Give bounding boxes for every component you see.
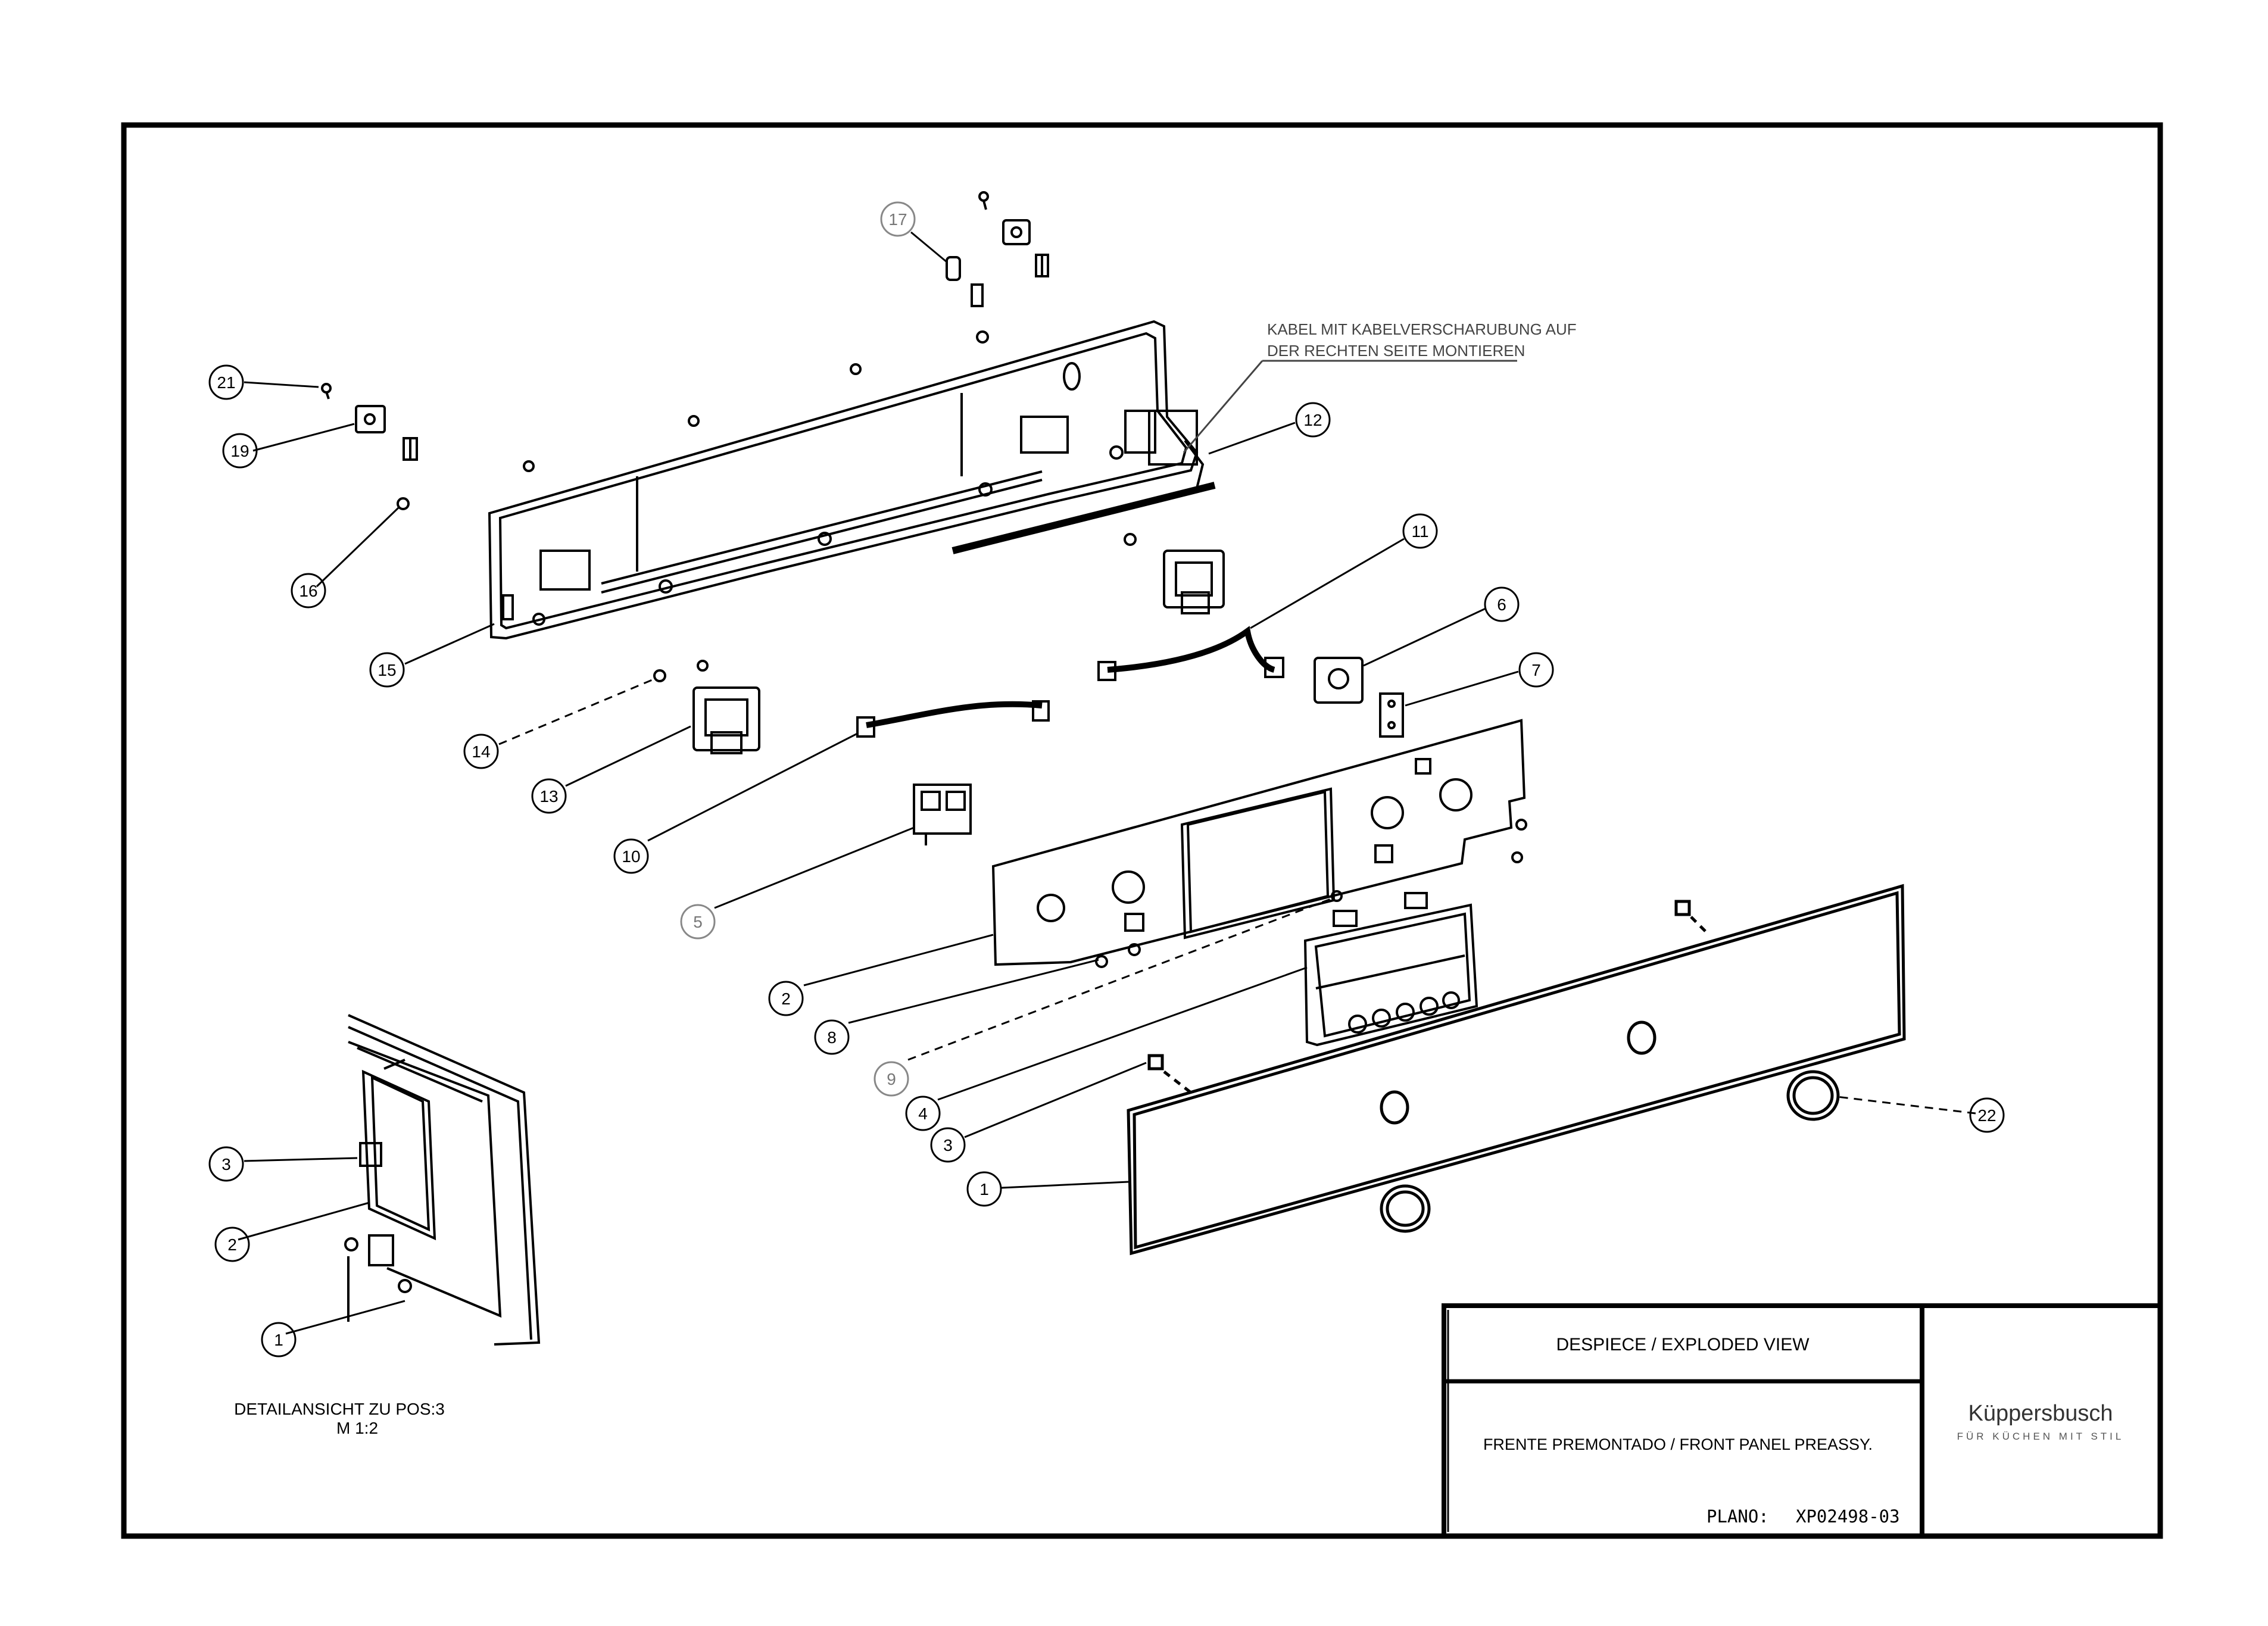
title-block-title: DESPIECE / EXPLODED VIEW	[1556, 1335, 1810, 1355]
callout-15-circle	[369, 652, 405, 688]
callout-10: 10	[622, 847, 640, 866]
callout-17-circle	[880, 201, 916, 237]
plano-number: XP02498-03	[1796, 1506, 1900, 1527]
callout-13-circle	[531, 778, 567, 814]
callout-9: 9	[887, 1070, 896, 1088]
front-glass-panel-1	[1127, 884, 1906, 1256]
detail-caption-line-1: DETAILANSICHT ZU POS:3	[234, 1400, 445, 1418]
callout-2a: 2	[781, 990, 791, 1008]
switch-upper	[1124, 533, 1225, 614]
switch-6	[1314, 657, 1404, 738]
callout-6: 6	[1497, 595, 1506, 614]
callout-7: 7	[1531, 661, 1541, 679]
callout-3b: 3	[222, 1155, 231, 1174]
callout-1b-circle	[261, 1322, 297, 1357]
switch-13	[653, 660, 760, 754]
callout-6-circle	[1484, 586, 1520, 622]
callout-2b: 2	[227, 1235, 237, 1254]
drawing-frame	[121, 122, 2163, 1539]
callout-12-circle	[1295, 402, 1331, 438]
callout-1a-circle	[966, 1171, 1002, 1207]
callout-3a-circle	[930, 1127, 966, 1163]
callout-1b: 1	[274, 1331, 283, 1349]
detail-caption-line-2: M 1:2	[336, 1419, 378, 1437]
leader-lines	[238, 231, 1976, 1335]
callout-4-circle	[905, 1096, 941, 1131]
title-block: DESPIECE / EXPLODED VIEW FRENTE PREMONTA…	[1442, 1303, 2163, 1538]
callout-11: 11	[1411, 522, 1428, 541]
cable-10-ends	[856, 700, 1050, 738]
callout-5-circle	[680, 904, 716, 940]
callout-21: 21	[217, 373, 235, 392]
callout-22-circle	[1969, 1097, 2005, 1133]
callout-1a: 1	[979, 1180, 989, 1199]
callout-22: 22	[1977, 1106, 1996, 1125]
mounting-plate-2	[991, 719, 1527, 968]
cable-11-ends	[1097, 657, 1284, 681]
callout-12: 12	[1303, 411, 1322, 429]
cable-note-line-2: DER RECHTEN SEITE MONTIEREN	[1267, 342, 1525, 360]
brand-slogan: FÜR KÜCHEN MIT STIL	[1957, 1431, 2125, 1442]
cable-12	[952, 482, 1216, 554]
callout-9-circle	[873, 1061, 909, 1097]
cable-10	[866, 701, 1043, 728]
callout-14-circle	[463, 734, 499, 769]
plano-label: PLANO:	[1707, 1506, 1769, 1527]
callout-2a-circle	[768, 981, 804, 1016]
callout-3b-circle	[208, 1146, 244, 1182]
callout-2b-circle	[214, 1226, 250, 1262]
callout-19-circle	[222, 433, 258, 469]
callout-16: 16	[299, 582, 317, 600]
title-block-subtitle: FRENTE PREMONTADO / FRONT PANEL PREASSY.	[1483, 1435, 1873, 1453]
rear-frame-15	[488, 320, 1205, 640]
knob-left	[1380, 1184, 1431, 1233]
callout-14: 14	[472, 742, 490, 761]
callout-21-circle	[208, 364, 244, 400]
part-21-19-16-group	[321, 383, 418, 510]
detail-view	[344, 1014, 541, 1346]
callout-11-circle	[1402, 513, 1438, 549]
cable-note: KABEL MIT KABELVERSCHARUBUNG AUF DER REC…	[1183, 320, 1577, 453]
callout-13: 13	[539, 787, 558, 806]
callout-10-circle	[613, 838, 649, 874]
callout-3a: 3	[943, 1136, 953, 1154]
cable-11	[1107, 626, 1275, 673]
callout-19: 19	[230, 442, 249, 460]
callout-15: 15	[378, 661, 396, 679]
callout-8-circle	[814, 1019, 850, 1055]
callout-8: 8	[827, 1028, 837, 1047]
display-module-4	[1303, 890, 1478, 1047]
cable-note-line-1: KABEL MIT KABELVERSCHARUBUNG AUF	[1267, 320, 1577, 338]
callout-5: 5	[693, 913, 703, 931]
callouts: 17 21 19 16 15 12 11 6 7 14 13 10 5 2 8 …	[208, 201, 2005, 1357]
knob-22	[1786, 1070, 1840, 1121]
brand-logo: Küppersbusch	[1968, 1401, 2113, 1426]
connector-5	[913, 784, 972, 845]
callout-17: 17	[888, 210, 907, 229]
callout-16-circle	[291, 573, 326, 608]
callout-4: 4	[918, 1104, 928, 1123]
part-17-group	[946, 191, 1049, 344]
callout-7-circle	[1518, 652, 1554, 688]
